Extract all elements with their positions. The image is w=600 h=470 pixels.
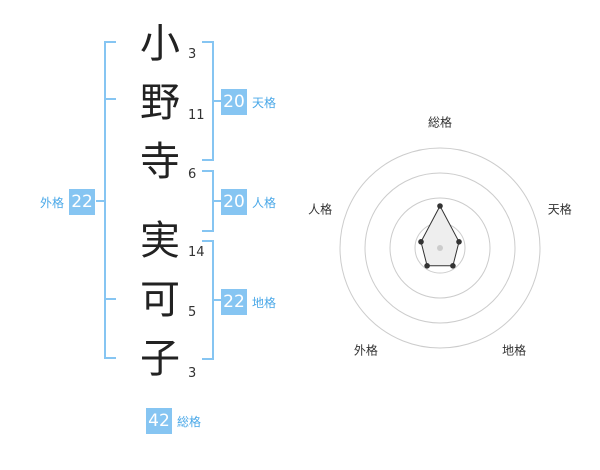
gaikaku-bracket-tick-bottom bbox=[104, 298, 116, 300]
name-char-3-strokes: 6 bbox=[188, 167, 197, 182]
gaikaku-bracket-connector bbox=[96, 200, 106, 202]
gaikaku-badge: 外格 22 bbox=[40, 189, 96, 215]
name-char-3-glyph: 寺 bbox=[140, 139, 180, 185]
radar-center-dot bbox=[437, 245, 443, 251]
name-char-1-glyph: 小 bbox=[140, 21, 180, 67]
radar-ring-4 bbox=[339, 147, 541, 349]
chikaku-value: 22 bbox=[221, 289, 247, 315]
gaikaku-value: 22 bbox=[69, 189, 96, 215]
name-char-2-glyph: 野 bbox=[140, 80, 180, 126]
soukaku-badge: 42 総格 bbox=[146, 408, 201, 434]
radar-point-2 bbox=[456, 239, 462, 245]
chikaku-label: 地格 bbox=[252, 295, 277, 310]
gaikaku-label: 外格 bbox=[40, 195, 65, 210]
jinkaku-value: 20 bbox=[221, 189, 247, 215]
chikaku-bracket-connector bbox=[212, 299, 222, 301]
name-char-6-glyph: 子 bbox=[140, 336, 180, 382]
radar-axis-label-4: 外格 bbox=[353, 343, 378, 358]
chikaku-badge: 22 地格 bbox=[221, 289, 276, 315]
radar-ring-2 bbox=[389, 197, 491, 299]
name-char-1-strokes: 3 bbox=[188, 47, 197, 62]
radar-polygon bbox=[420, 204, 460, 267]
radar-point-5 bbox=[418, 239, 424, 245]
jinkaku-label: 人格 bbox=[252, 195, 277, 210]
name-char-6-strokes: 3 bbox=[188, 366, 197, 381]
tenkaku-badge: 20 天格 bbox=[221, 89, 276, 115]
radar-ring-3 bbox=[364, 172, 516, 324]
radar-axis-label-1: 総格 bbox=[427, 115, 453, 130]
jinkaku-bracket-connector bbox=[212, 200, 222, 202]
tenkaku-label: 天格 bbox=[252, 95, 277, 110]
tenkaku-value: 20 bbox=[221, 89, 247, 115]
name-char-2-strokes: 11 bbox=[188, 108, 205, 123]
radar-axis-label-2: 天格 bbox=[547, 202, 572, 217]
name-char-5-strokes: 5 bbox=[188, 305, 197, 320]
name-char-5-glyph: 可 bbox=[140, 277, 180, 323]
radar-point-4 bbox=[424, 263, 430, 269]
name-char-4-strokes: 14 bbox=[188, 245, 205, 260]
tenkaku-bracket-connector bbox=[212, 100, 222, 102]
radar-axis-label-5: 人格 bbox=[308, 202, 333, 217]
radar-point-1 bbox=[437, 203, 443, 209]
name-char-4-glyph: 実 bbox=[140, 218, 180, 264]
radar-axis-label-3: 地格 bbox=[502, 343, 527, 358]
radar-point-3 bbox=[450, 263, 456, 269]
soukaku-label: 総格 bbox=[177, 414, 202, 429]
soukaku-value: 42 bbox=[146, 408, 172, 434]
jinkaku-badge: 20 人格 bbox=[221, 189, 276, 215]
gaikaku-bracket-tick-top bbox=[104, 98, 116, 100]
